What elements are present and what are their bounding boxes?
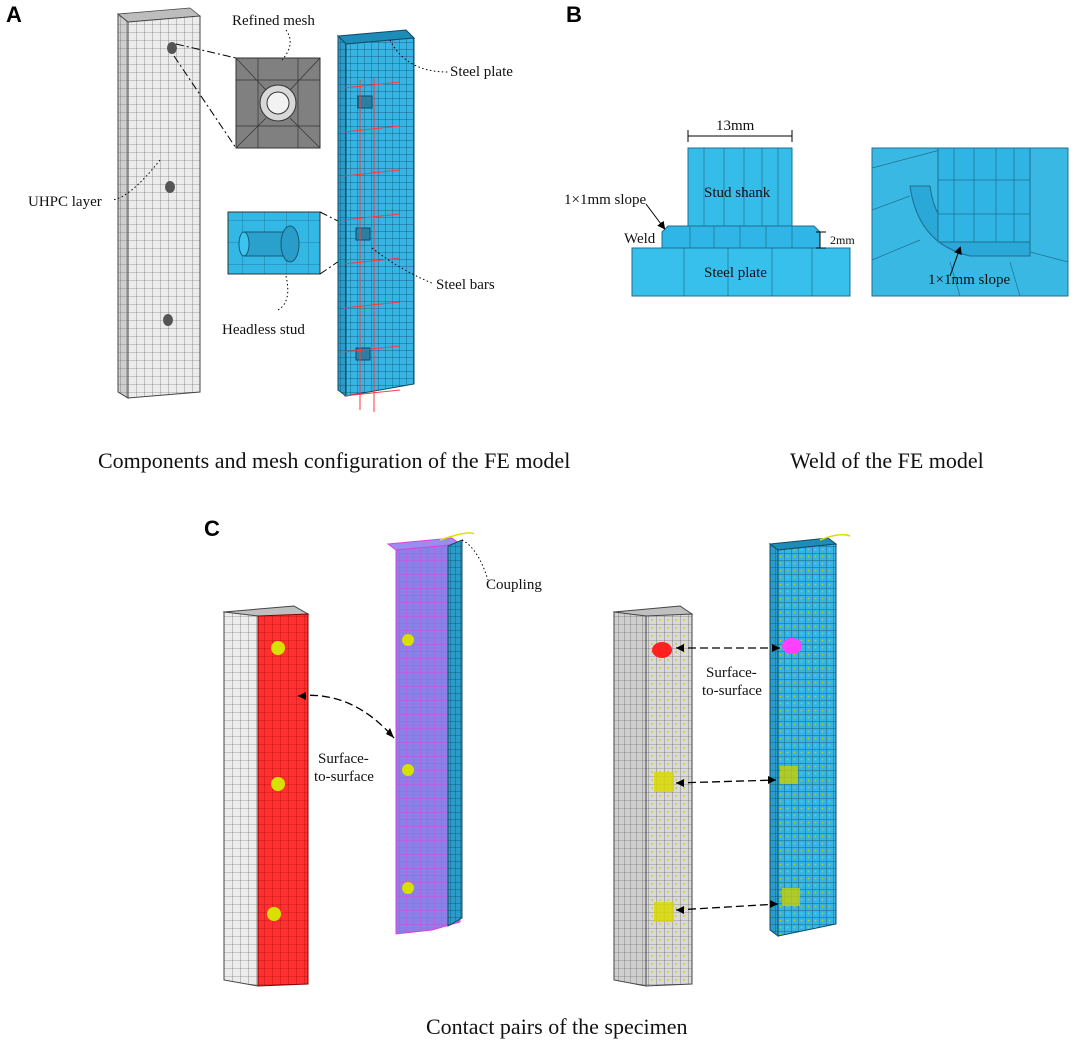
label-surface-left-2: to-surface <box>314 769 374 785</box>
label-slope-left: 1×1mm slope <box>564 192 647 208</box>
panel-letter-b: B <box>566 2 582 27</box>
uhpc-contact-right <box>612 605 694 987</box>
refined-mesh-inset <box>235 57 321 149</box>
label-weld: Weld <box>624 231 656 247</box>
steel-contact-right <box>768 533 851 937</box>
weld-detail-view <box>871 147 1069 297</box>
caption-b: Weld of the FE model <box>790 448 984 473</box>
steel-contact-left <box>386 532 475 935</box>
weld-section-view <box>631 130 851 297</box>
panel-letter-a: A <box>6 2 22 27</box>
panel-letter-c: C <box>204 516 220 541</box>
label-slope-right: 1×1mm slope <box>928 272 1011 288</box>
label-uhpc-layer: UHPC layer <box>28 194 102 210</box>
label-stud-shank: Stud shank <box>704 185 771 201</box>
uhpc-layer-model <box>116 7 202 399</box>
label-steel-plate-b: Steel plate <box>704 265 767 281</box>
label-diameter: 13mm <box>716 118 755 134</box>
label-steel-plate-a: Steel plate <box>450 64 513 80</box>
label-weld-height: 2mm <box>830 233 855 247</box>
caption-a: Components and mesh configuration of the… <box>98 448 570 473</box>
uhpc-contact-left <box>222 605 310 987</box>
steel-bars <box>343 78 401 412</box>
label-steel-bars: Steel bars <box>436 277 495 293</box>
steel-plate-model <box>336 29 416 412</box>
caption-c: Contact pairs of the specimen <box>426 1014 687 1039</box>
panel-a: A <box>6 2 570 473</box>
label-surface-right-1: Surface- <box>706 665 757 681</box>
label-refined-mesh: Refined mesh <box>232 13 315 29</box>
label-surface-left-1: Surface- <box>318 751 369 767</box>
panel-c: C Coupling Surface- to-surface <box>204 516 851 1039</box>
label-surface-right-2: to-surface <box>702 683 762 699</box>
panel-b: B <box>564 2 1069 473</box>
headless-stud-inset <box>227 211 321 275</box>
label-coupling: Coupling <box>486 577 542 593</box>
label-headless-stud: Headless stud <box>222 322 305 338</box>
contact-arrows-right <box>675 647 780 911</box>
